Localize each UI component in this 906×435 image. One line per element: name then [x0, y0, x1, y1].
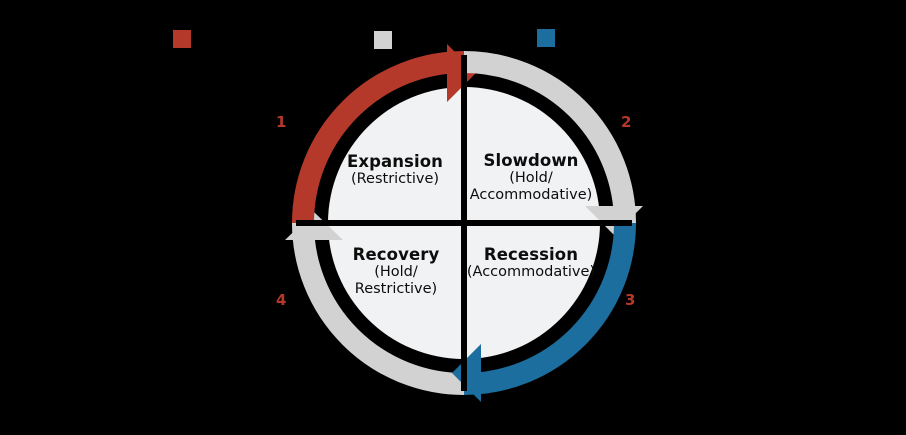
legend-swatch-red — [173, 30, 191, 48]
step-number-3: 3 — [625, 291, 636, 309]
step-number-4: 4 — [276, 291, 287, 309]
step-number-1: 1 — [276, 113, 287, 131]
legend-swatch-gray — [374, 31, 392, 49]
legend-swatch-blue — [537, 29, 555, 47]
step-number-2: 2 — [621, 113, 632, 131]
divider-horizontal — [296, 220, 632, 226]
